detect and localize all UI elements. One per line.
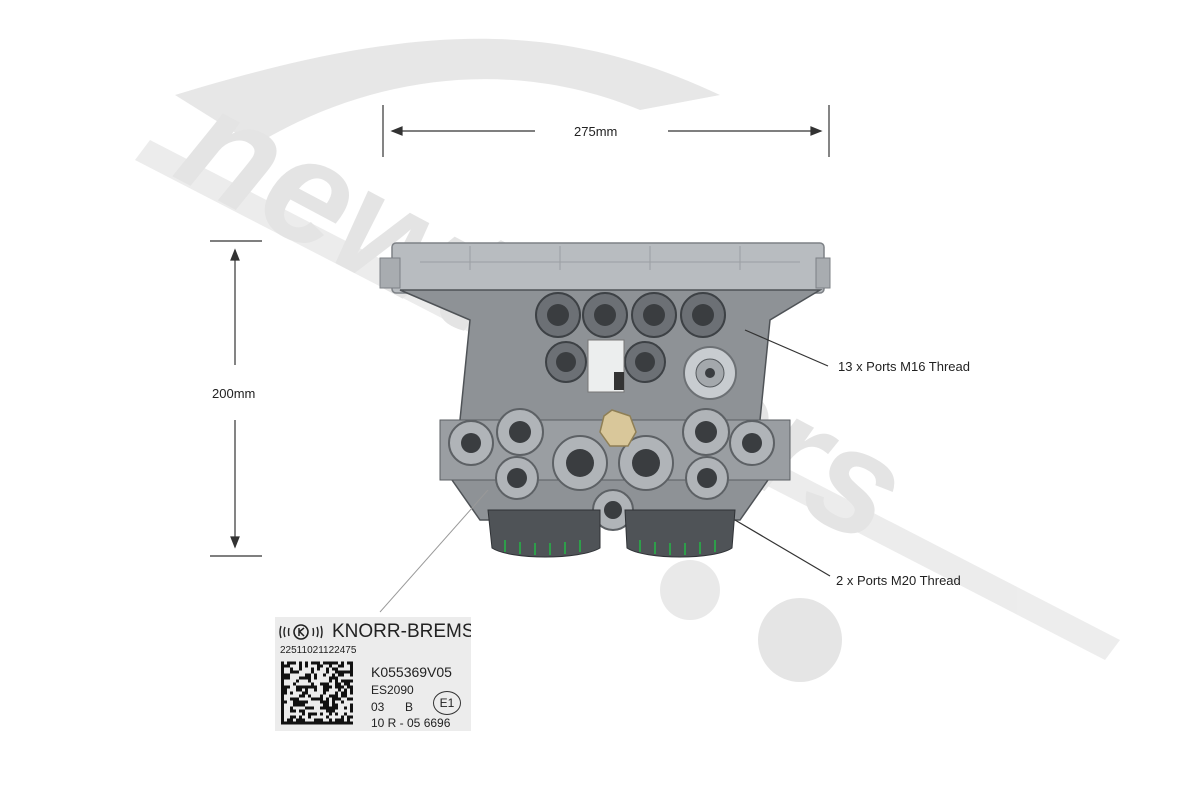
e1-approval-mark: E1	[433, 691, 461, 715]
callout-line-m16	[744, 329, 829, 367]
valve-cover	[391, 242, 825, 294]
valve-illustration	[379, 242, 831, 558]
brass-plug	[599, 409, 637, 447]
datamatrix-code-icon	[281, 661, 353, 725]
height-dimension-label: 200mm	[212, 386, 256, 401]
part-number: K055369V05	[371, 664, 452, 680]
callout-line-m20	[734, 519, 831, 577]
width-dimension-label: 275mm	[574, 124, 618, 139]
serial-number: 22511021122475	[280, 645, 357, 656]
approval-number: 10 R - 05 6696	[371, 716, 451, 730]
dimension-height	[210, 240, 262, 557]
knorr-bremse-logo-icon	[279, 624, 323, 640]
label-line-03: 03	[371, 700, 385, 714]
ports-m20	[552, 435, 674, 491]
dimension-width	[382, 105, 830, 157]
callout-ports-m16: 13 x Ports M16 Thread	[838, 359, 970, 374]
watermark-swoosh	[175, 38, 720, 145]
es-code: ES2090	[371, 683, 414, 697]
solenoid-module-left	[487, 509, 601, 558]
label-line-b: B	[405, 700, 414, 714]
brand-name: KNORR-BREMSE	[332, 621, 471, 642]
solenoid-module-right	[624, 509, 736, 558]
watermark-dot	[758, 598, 842, 682]
watermark-dot	[660, 560, 720, 620]
product-label: KNORR-BREMSE 22511021122475 K055369V05 E…	[275, 617, 471, 731]
callout-ports-m20: 2 x Ports M20 Thread	[836, 573, 961, 588]
ports-m16	[448, 292, 775, 531]
callout-line-label	[379, 489, 489, 613]
